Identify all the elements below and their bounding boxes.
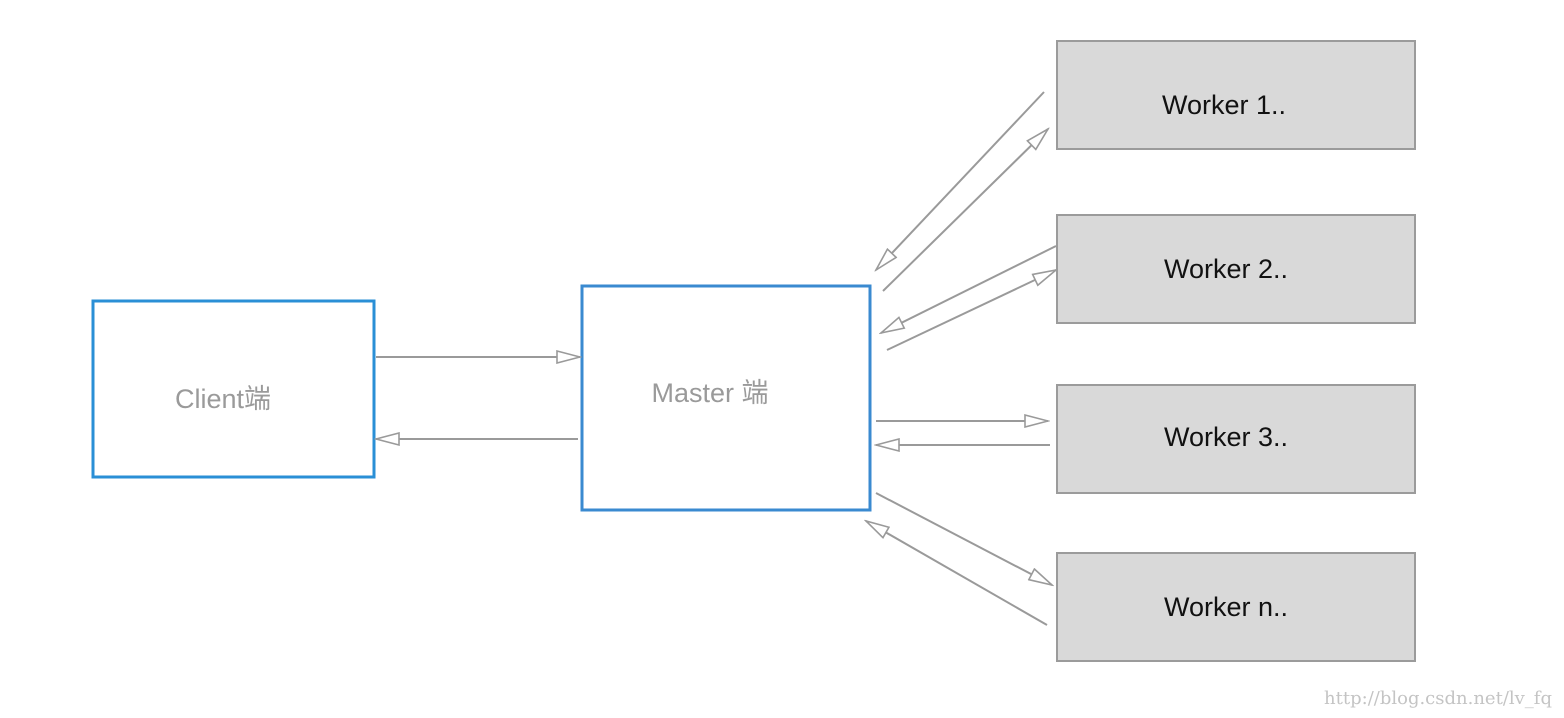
worker-node-2 xyxy=(1056,214,1416,324)
worker-node-3 xyxy=(1056,384,1416,494)
arrow-master-to-worker2 xyxy=(886,270,1056,351)
worker-label-n: Worker n.. xyxy=(1164,592,1288,622)
worker-node-1 xyxy=(1056,40,1416,150)
arrow-group xyxy=(376,91,1057,626)
client-label: Client端 xyxy=(175,384,271,414)
client-node xyxy=(91,299,376,479)
worker-label-3: Worker 3.. xyxy=(1164,422,1288,452)
arrow-worker2-to-master xyxy=(881,245,1057,333)
arrow-master-to-workern xyxy=(875,492,1052,585)
watermark-text: http://blog.csdn.net/lv_fq xyxy=(1324,688,1552,709)
master-node xyxy=(580,284,872,512)
arrow-master-to-worker1 xyxy=(882,129,1048,292)
worker-label-2: Worker 2.. xyxy=(1164,254,1288,284)
worker-label-1: Worker 1.. xyxy=(1162,90,1286,120)
master-label: Master 端 xyxy=(651,378,768,408)
worker-node-n xyxy=(1056,552,1416,662)
arrow-workern-to-master xyxy=(866,521,1048,626)
arrow-worker1-to-master xyxy=(876,91,1045,270)
